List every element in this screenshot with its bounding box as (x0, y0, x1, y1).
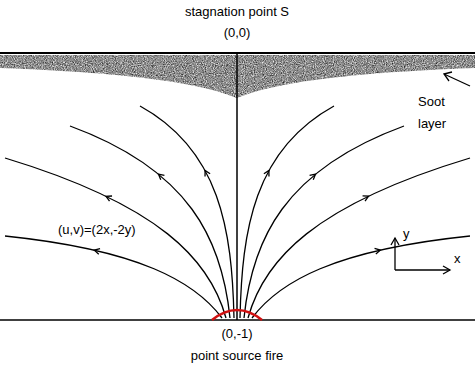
coordinate-label: (0,0) (222, 25, 253, 40)
streamline (5, 236, 222, 318)
flow-arrowhead (205, 171, 210, 177)
streamline (252, 236, 470, 318)
title-label: stagnation point S (183, 4, 291, 19)
coordinate-label: (0,-1) (219, 326, 254, 341)
fire-source (212, 310, 262, 320)
axis-label: y (401, 226, 412, 241)
flow-arrowhead (363, 196, 369, 201)
flow-arrowhead (375, 248, 381, 254)
flow-arrows (94, 171, 380, 255)
streamlines (5, 106, 470, 318)
flow-arrowhead (106, 196, 112, 201)
center-streamline (236, 53, 238, 320)
streamline (5, 158, 226, 318)
soot-label: layer (416, 116, 448, 131)
flow-arrowhead (264, 171, 269, 177)
caption-label: point source fire (189, 348, 286, 363)
bottom-wall (0, 319, 475, 321)
axis-label: x (452, 251, 463, 266)
flow-arrowhead (310, 174, 316, 180)
streamline (248, 158, 470, 318)
soot-pointer (444, 72, 470, 86)
flow-arrowhead (159, 174, 165, 180)
soot-label: Soot (416, 94, 447, 109)
flow-arrowhead (94, 249, 100, 255)
velocity-label: (u,v)=(2x,-2y) (56, 222, 138, 237)
axes-symbol (391, 238, 450, 274)
